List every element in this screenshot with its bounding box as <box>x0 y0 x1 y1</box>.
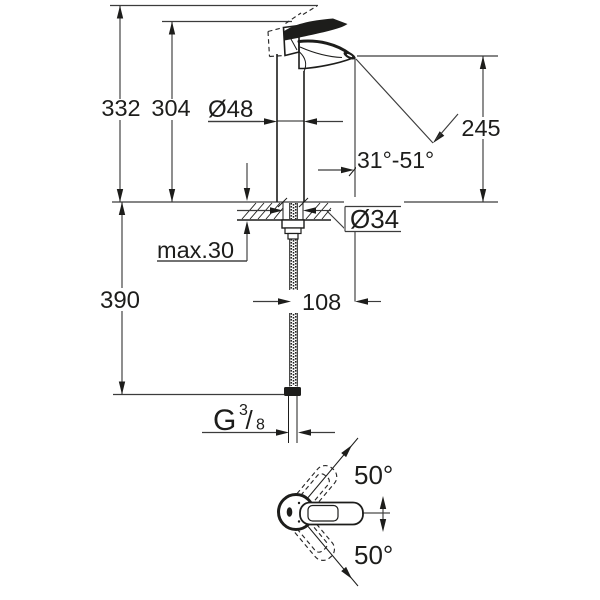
dim-label-outlet-height: 245 <box>461 115 500 141</box>
thread-denominator: 8 <box>256 417 265 434</box>
dimension-angle-range <box>318 58 459 177</box>
thread-prefix: G <box>213 404 236 437</box>
dim-label-spout-reach: 108 <box>302 289 341 315</box>
hose-fitting <box>284 387 301 396</box>
dim-label-max-thickness: max.30 <box>157 237 234 263</box>
dimension-thread <box>202 429 335 436</box>
dim-label-swivel-lower: 50° <box>354 540 393 570</box>
hole-diameter-label-box <box>344 197 404 233</box>
thread-slash: / <box>246 405 254 435</box>
dimension-108 <box>253 298 381 305</box>
braid-texture <box>290 203 297 386</box>
dim-label-thread-size: G 3 / 8 <box>213 402 265 437</box>
dim-label-body-diameter: Ø48 <box>208 96 253 123</box>
faucet-side-view <box>267 5 356 202</box>
faucet-top-view <box>277 437 390 587</box>
dim-label-swivel-upper: 50° <box>354 460 393 490</box>
dim-label-overall-height: 332 <box>101 95 140 121</box>
faucet-body <box>276 51 307 202</box>
dim-label-height-to-lever: 304 <box>151 95 190 121</box>
handle-raised-dashed <box>267 5 318 58</box>
dimension-hole <box>237 207 346 230</box>
mounting-nut <box>281 219 305 240</box>
dim-label-hose-clearance: 390 <box>100 287 140 314</box>
swivel-chord-arrows <box>379 496 387 532</box>
handle-lever <box>283 18 348 41</box>
reference-lines <box>110 4 498 396</box>
dim-label-spout-angle-range: 31°-51° <box>357 147 434 173</box>
dim-label-hole-diameter: Ø34 <box>350 204 399 234</box>
spout <box>298 40 353 70</box>
supply-hose <box>284 203 301 443</box>
thread-numerator: 3 <box>239 402 248 419</box>
mounting-deck <box>237 197 332 240</box>
